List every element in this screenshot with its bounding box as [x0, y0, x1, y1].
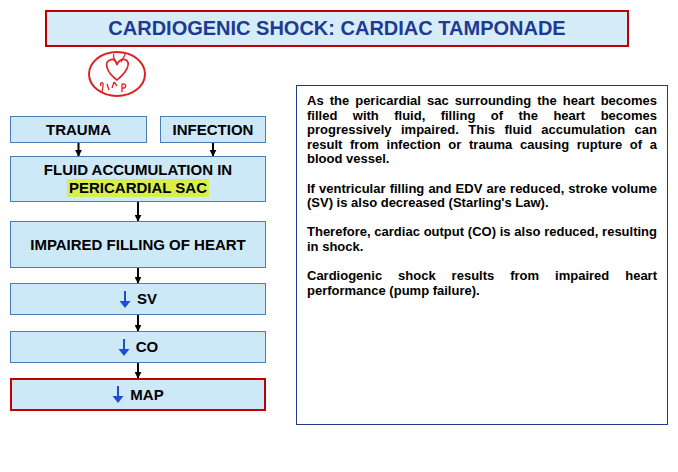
explanation-paragraph: As the pericardial sac surrounding the h… — [307, 94, 657, 167]
explanation-paragraph: Therefore, cardiac output (CO) is also r… — [307, 225, 657, 254]
box-label: SV — [137, 290, 157, 308]
flow-arrow — [137, 315, 139, 331]
process-box: CO — [10, 331, 266, 363]
box-label: TRAUMA — [46, 121, 111, 139]
box-label: MAP — [130, 386, 163, 404]
explanation-box: As the pericardial sac surrounding the h… — [296, 85, 668, 425]
flow-arrow — [212, 143, 214, 156]
flow-arrow — [137, 268, 139, 283]
process-box: SV — [10, 283, 266, 315]
process-box: TRAUMA — [10, 116, 147, 143]
heart-sketch-shape — [107, 59, 128, 80]
change-row: SV — [119, 290, 157, 308]
flow-arrow — [78, 143, 80, 156]
sketch-scribble — [101, 82, 126, 92]
change-row: MAP — [112, 386, 163, 404]
process-box: FLUID ACCUMULATION INPERICARDIAL SAC — [10, 156, 266, 202]
decrease-arrow — [119, 291, 131, 308]
flow-arrow — [137, 363, 139, 378]
outcome-box: MAP — [10, 378, 266, 411]
change-row: CO — [118, 338, 159, 356]
sketch-circle — [89, 52, 145, 96]
vessel-sketch — [113, 53, 125, 65]
process-box: INFECTION — [160, 116, 266, 143]
decrease-arrow — [118, 339, 130, 356]
title-text: CARDIOGENIC SHOCK: CARDIAC TAMPONADE — [108, 17, 565, 40]
box-label: FLUID ACCUMULATION IN — [44, 161, 232, 179]
explanation-paragraph: If ventricular filling and EDV are reduc… — [307, 182, 657, 211]
highlighted-text: PERICARDIAL SAC — [67, 179, 209, 197]
box-label: INFECTION — [173, 121, 254, 139]
decrease-arrow — [112, 386, 124, 403]
explanation-paragraph: Cardiogenic shock results from impaired … — [307, 269, 657, 298]
box-label: CO — [136, 338, 159, 356]
process-box: IMPAIRED FILLING OF HEART — [10, 221, 266, 268]
flow-arrow — [137, 202, 139, 221]
title-box: CARDIOGENIC SHOCK: CARDIAC TAMPONADE — [45, 10, 629, 47]
box-label: IMPAIRED FILLING OF HEART — [30, 236, 246, 254]
